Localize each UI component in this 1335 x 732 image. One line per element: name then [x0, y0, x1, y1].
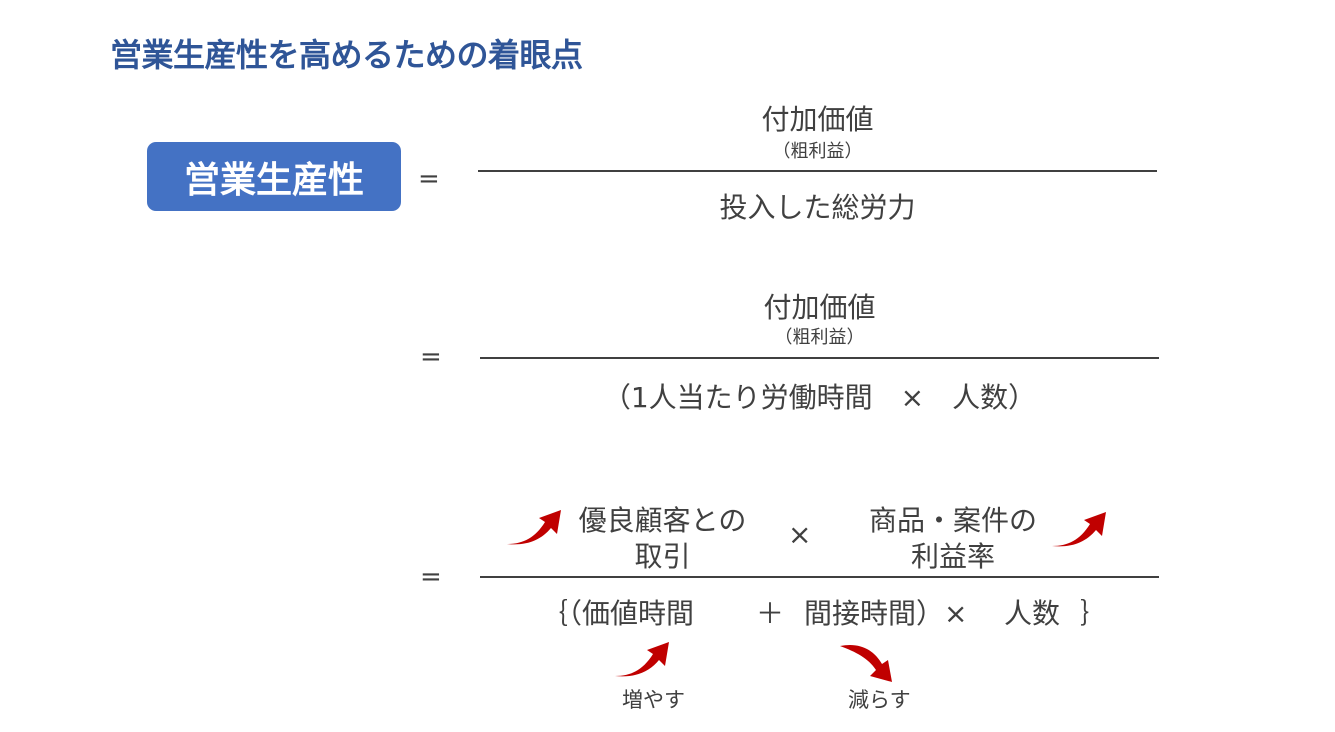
denominator-open: ｛（価値時間 — [540, 597, 695, 630]
productivity-badge: 営業生産性 — [147, 142, 401, 211]
formula1-denominator: 投入した総労力 — [719, 191, 916, 224]
formula3-fraction-line — [480, 576, 1159, 578]
factor1-line1: 優良顧客との — [578, 504, 747, 537]
badge-label: 営業生産性 — [183, 159, 364, 201]
equals-sign-1: = — [418, 164, 440, 194]
formula1-numerator: 付加価値 — [761, 103, 874, 136]
factor2-line1: 商品・案件の — [868, 504, 1037, 537]
formula2-fraction-line — [480, 357, 1159, 359]
increase-label: 増やす — [622, 688, 685, 712]
multiply-sign: × — [788, 518, 812, 551]
decrease-label: 減らす — [848, 688, 911, 712]
factor2-line2: 利益率 — [910, 540, 995, 573]
formula2-denominator: （1人当たり労働時間 × 人数） — [602, 381, 1037, 414]
page-title: 営業生産性を高めるための着眼点 — [110, 36, 583, 74]
denominator-indirect-time: 間接時間）× — [804, 597, 968, 630]
denominator-people: 人数 — [1004, 597, 1061, 630]
curved-up-arrow-icon — [613, 638, 671, 678]
formula1-fraction-line — [478, 170, 1157, 172]
equals-sign-2: = — [420, 342, 442, 372]
factor1-line2: 取引 — [634, 540, 691, 573]
denominator-plus: ＋ — [756, 597, 785, 630]
formula1-numerator-sub: （粗利益） — [772, 141, 863, 162]
equals-sign-3: = — [420, 562, 442, 592]
formula2-numerator-sub: （粗利益） — [774, 327, 865, 348]
curved-up-arrow-icon — [1050, 508, 1108, 548]
curved-up-arrow-icon — [505, 506, 563, 546]
formula2-numerator: 付加価値 — [763, 291, 876, 324]
denominator-close: ｝ — [1080, 597, 1109, 630]
curved-down-arrow-icon — [838, 642, 896, 684]
